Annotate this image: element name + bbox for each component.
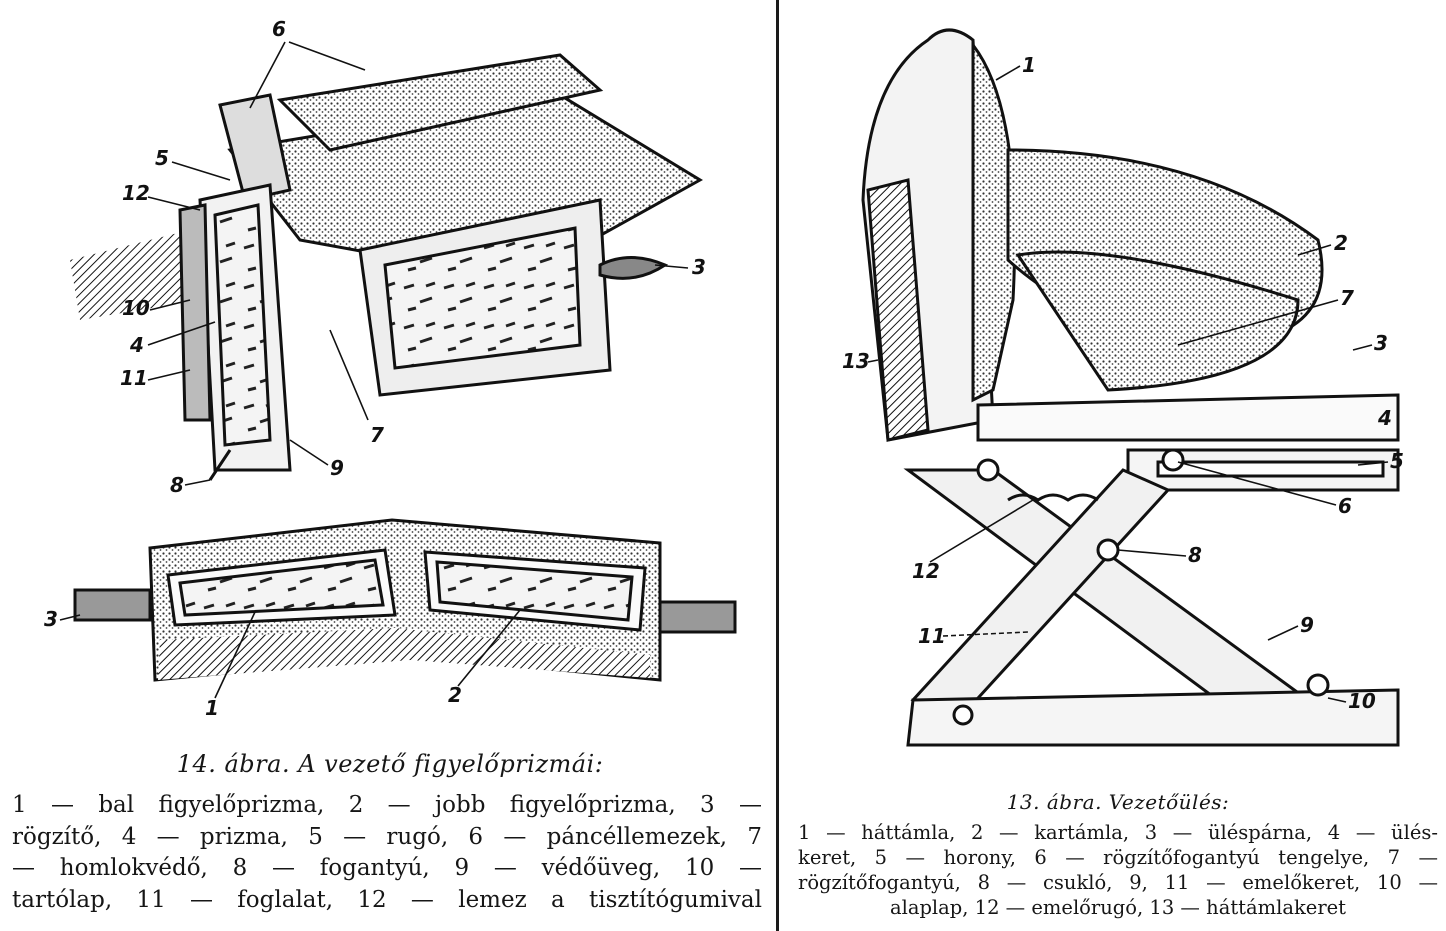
seat-assembly [861,28,1400,747]
label-7: 7 [370,423,384,447]
legend-line: — homlokvédő, 8 — fogantyú, 9 — védőüveg… [12,855,762,881]
label-6: 6 [1338,494,1352,518]
label-2: 2 [448,683,462,707]
label-11: 11 [918,624,946,648]
label-12: 12 [912,559,940,583]
label-13: 13 [842,349,870,373]
prism-block [73,518,737,682]
top-labels: 6 5 12 10 4 11 8 9 7 3 [120,17,706,497]
label-6: 6 [272,17,286,41]
legend-line: rögzítőfogantyú, 8 — csukló, 9, 11 — eme… [798,871,1438,894]
label-12: 12 [122,181,150,205]
legend-line: rögzítő, 4 — prizma, 5 — rugó, 6 — páncé… [12,823,762,850]
label-1: 1 [205,696,219,720]
legend-line: 1 — bal figyelőprizma, 2 — jobb figyelőp… [12,792,762,818]
label-11: 11 [120,366,148,390]
label-5: 5 [1390,449,1404,473]
periscope-drawing: 6 5 12 10 4 11 8 9 7 3 3 1 [44,17,737,720]
seat-labels: 1 2 7 3 4 5 6 8 9 10 11 12 13 [842,53,1404,713]
bottom-labels: 3 1 2 [44,607,521,720]
legend-line: 1 — háttámla, 2 — kartámla, 3 — üléspárn… [798,821,1438,844]
label-8: 8 [170,473,184,497]
figure-13-caption: 13. ábra. Vezetőülés: [1006,790,1230,814]
label-5: 5 [155,146,169,170]
label-9: 9 [1300,613,1314,637]
label-2: 2 [1334,231,1348,255]
label-10: 10 [122,296,150,320]
label-9: 9 [330,456,344,480]
figure-13-panel: 1 2 7 3 4 5 6 8 9 10 11 12 13 13. [778,0,1446,931]
label-8: 8 [1188,543,1202,567]
figure-14-legend: 1 — bal figyelőprizma, 2 — jobb figyelőp… [12,790,762,916]
label-10: 10 [1348,689,1376,713]
legend-line: keret, 5 — horony, 6 — rögzítőfogantyú t… [798,846,1438,869]
legend-line: tartólap, 11 — foglalat, 12 — lemez a ti… [12,886,762,913]
periscope-assembly [70,53,703,481]
legend-line: alaplap, 12 — emelőrugó, 13 — háttámlake… [889,896,1347,919]
label-3: 3 [1374,331,1388,355]
seat-drawing: 1 2 7 3 4 5 6 8 9 10 11 12 13 [842,28,1404,747]
label-3-bottom: 3 [44,607,58,631]
label-4: 4 [1377,406,1392,430]
label-1: 1 [1022,53,1036,77]
figure-14-caption: 14. ábra. A vezető figyelőprizmái: [176,750,604,778]
figure-14-panel: 6 5 12 10 4 11 8 9 7 3 3 1 [12,17,762,916]
figure-13-legend: 1 — háttámla, 2 — kartámla, 3 — üléspárn… [798,820,1438,920]
label-4: 4 [129,333,144,357]
panel-divider [776,0,779,931]
label-3: 3 [692,255,706,279]
label-7: 7 [1340,286,1354,310]
